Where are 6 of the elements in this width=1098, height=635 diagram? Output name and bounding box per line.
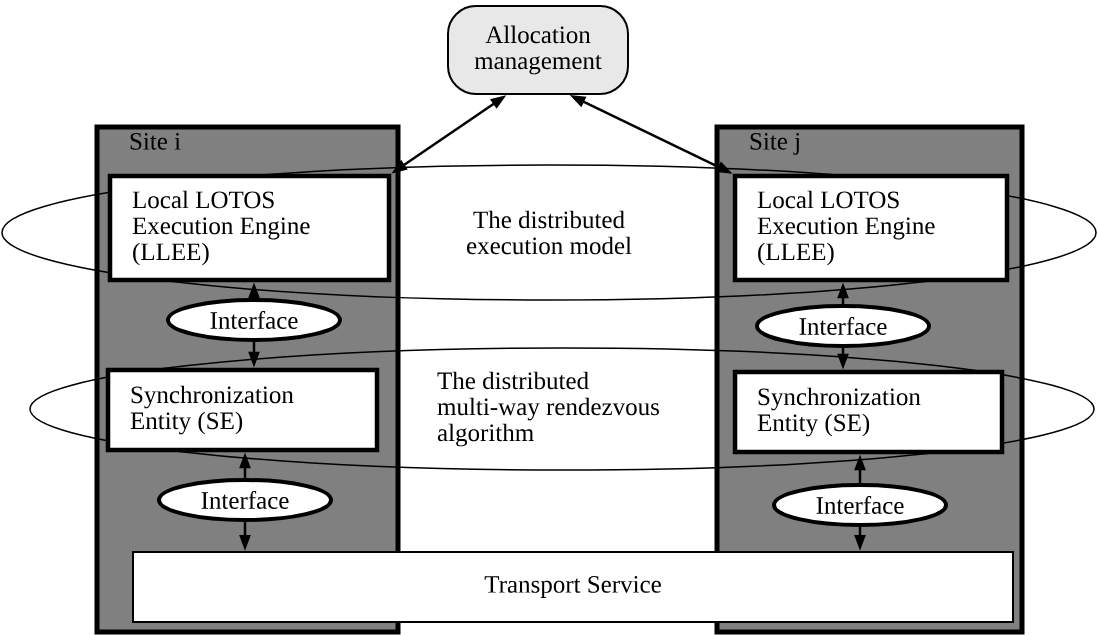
process-box: Local LOTOS Execution Engine (LLEE)	[732, 173, 1010, 283]
process-box: Local LOTOS Execution Engine (LLEE)	[107, 173, 392, 283]
rounded-box: Allocation management	[447, 5, 629, 95]
process-box: Synchronization Entity (SE)	[105, 367, 380, 453]
transport-box: Transport Service	[132, 551, 1014, 623]
process-box: Synchronization Entity (SE)	[732, 369, 1005, 455]
